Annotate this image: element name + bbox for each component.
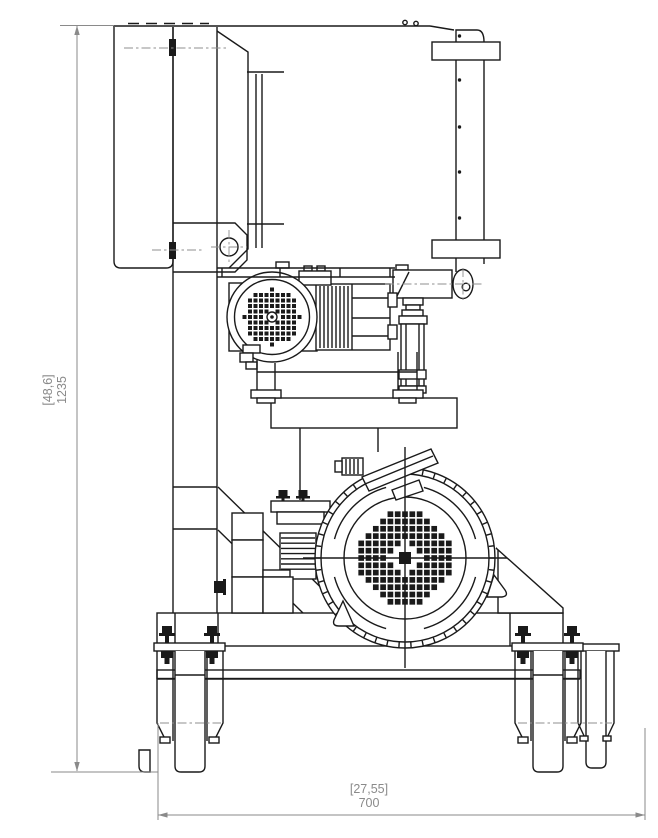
motor-crosshair — [303, 447, 507, 668]
cowl-foot — [486, 573, 508, 598]
pump-box — [270, 397, 458, 429]
lower-cross-rail — [156, 669, 581, 680]
dim-arrow-up — [74, 25, 80, 35]
dim-arrow-down — [74, 762, 80, 772]
caster-plate-left — [153, 642, 226, 652]
caster-plate-bolts — [159, 626, 580, 664]
pump-mount-bolts — [276, 490, 310, 502]
width-dim-mm: 700 — [359, 796, 380, 810]
pump-legs — [299, 428, 379, 500]
wheel-left — [174, 651, 206, 773]
pipe-flange-top — [431, 41, 501, 61]
caster-front-left — [156, 651, 224, 773]
gearmotor-legs — [256, 352, 418, 390]
dim-arrow-right — [635, 812, 645, 818]
centerlines — [124, 47, 612, 724]
caster-front-right — [514, 651, 582, 773]
gearmotor-cooling-fins — [319, 286, 349, 348]
pump-mount-plate — [270, 500, 331, 513]
width-dim-inches: [27,55] — [350, 782, 388, 796]
pipe-flange-bottom — [431, 239, 501, 259]
tie-rod — [255, 74, 263, 248]
side-cabinet-panel — [113, 27, 174, 269]
chamfered-side-plate — [216, 30, 249, 269]
height-dim-inches: [48,6] — [41, 374, 55, 405]
gearmotor-fitting — [242, 344, 261, 354]
support-column — [172, 27, 218, 613]
dim-arrow-left — [158, 812, 168, 818]
gearmotor-fan-grille — [242, 287, 302, 347]
caster-plate-right — [511, 642, 584, 652]
exhaust-valve-assembly — [392, 264, 474, 399]
cowl-foot — [332, 599, 356, 627]
width-dimension: [27,55] 700 — [157, 723, 646, 820]
pedestal-block — [231, 576, 264, 614]
fork-left — [156, 651, 224, 742]
height-dim-mm: 1235 — [55, 376, 69, 404]
chamber-and-column-assembly — [113, 19, 501, 613]
base-frame — [138, 486, 620, 773]
pump-housing — [270, 397, 458, 500]
rear-wheel — [585, 651, 607, 769]
top-screw — [413, 20, 419, 27]
casters-front — [153, 626, 584, 773]
gearmotor — [226, 265, 424, 404]
side-bolt — [214, 581, 223, 593]
height-dimension: [48,6] 1235 — [41, 25, 158, 773]
cowl-seam-slots — [333, 486, 477, 630]
cable-gland — [341, 457, 364, 476]
chamber-bottom-plate — [217, 261, 395, 278]
tie-rod-bars — [247, 71, 284, 225]
gearmotor-body — [315, 283, 391, 351]
corner-gusset — [495, 547, 564, 614]
drive-motor — [303, 447, 508, 668]
pivot-bracket — [173, 222, 248, 273]
gearmotor-terminal-box — [298, 270, 332, 286]
inlet-pipe — [455, 29, 485, 272]
fork-right — [514, 651, 582, 742]
filter-flange — [398, 315, 428, 325]
wheel-right — [532, 651, 564, 773]
rear-left-wheel-sliver — [138, 749, 151, 773]
top-screw — [402, 19, 408, 26]
